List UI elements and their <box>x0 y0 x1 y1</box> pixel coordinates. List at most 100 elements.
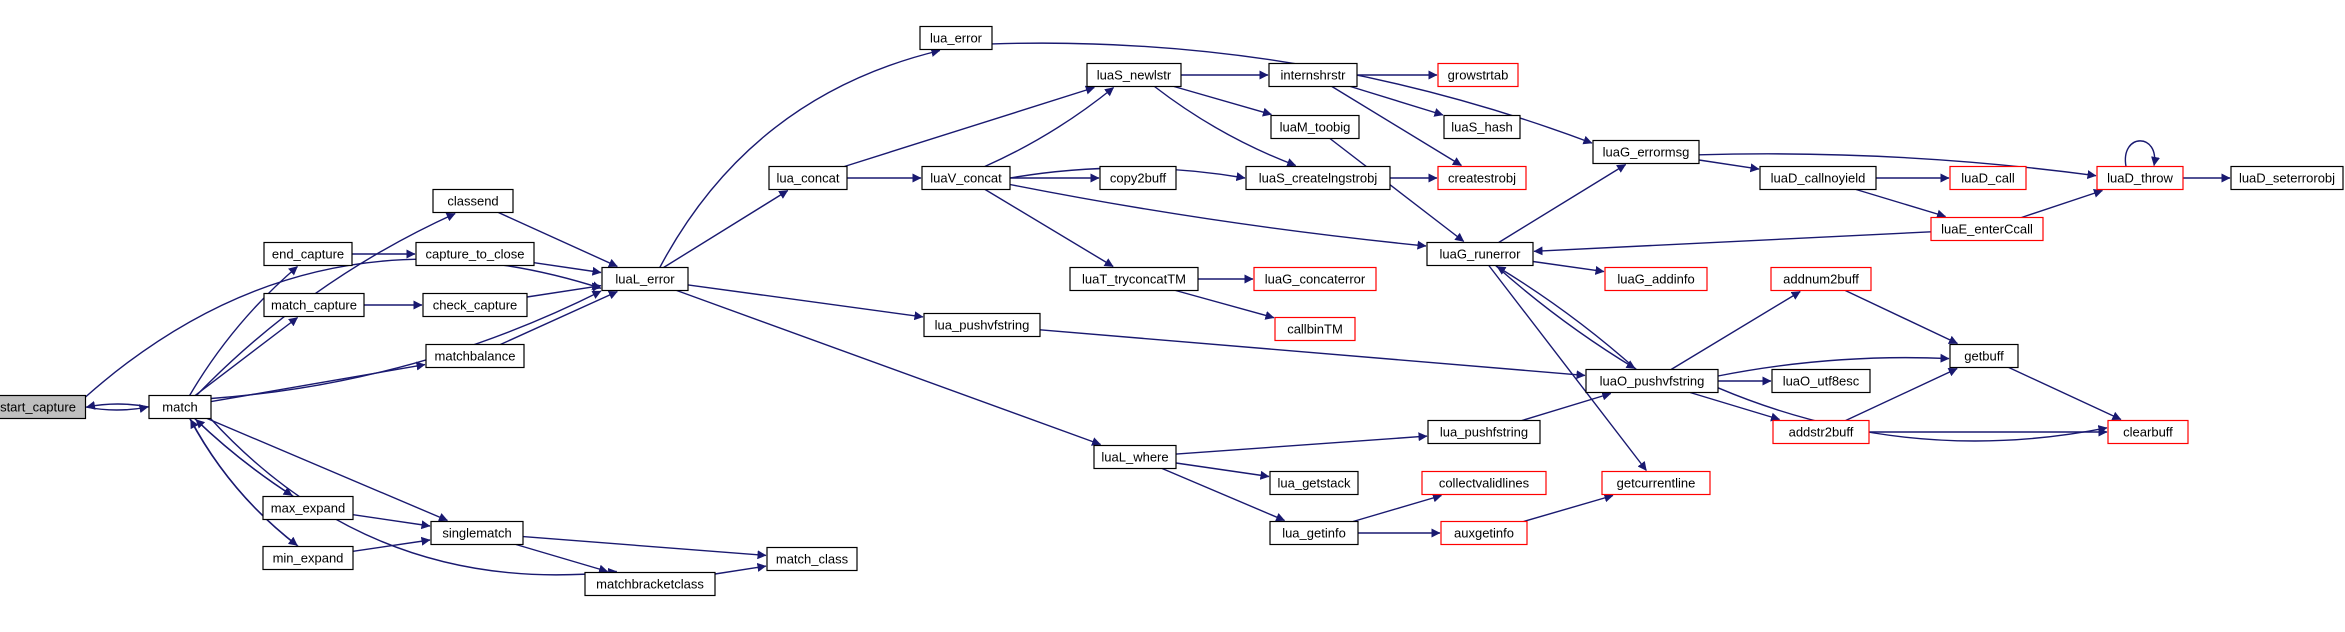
node-luaS_createlngstrobj[interactable]: luaS_createlngstrobj <box>1245 165 1391 191</box>
node-box-match_capture[interactable] <box>263 292 365 318</box>
node-box-luaS_createlngstrobj[interactable] <box>1245 165 1391 191</box>
node-match[interactable]: match <box>148 394 212 420</box>
node-box-luaD_throw[interactable] <box>2096 165 2184 191</box>
node-box-luaL_where[interactable] <box>1093 444 1177 470</box>
node-box-max_expand[interactable] <box>262 495 354 521</box>
node-min_expand[interactable]: min_expand <box>262 545 354 571</box>
node-box-classend[interactable] <box>432 188 514 214</box>
node-box-lua_concat[interactable] <box>768 165 848 191</box>
node-lua_getstack[interactable]: lua_getstack <box>1269 470 1359 496</box>
node-luaL_error[interactable]: luaL_error <box>601 266 689 292</box>
node-capture_to_close[interactable]: capture_to_close <box>415 241 535 267</box>
node-box-check_capture[interactable] <box>422 292 528 318</box>
node-box-clearbuff[interactable] <box>2107 419 2189 445</box>
node-matchbalance[interactable]: matchbalance <box>425 343 525 369</box>
node-lua_pushfstring[interactable]: lua_pushfstring <box>1427 419 1541 445</box>
node-box-luaD_seterrorobj[interactable] <box>2230 165 2344 191</box>
node-luaV_concat[interactable]: luaV_concat <box>921 165 1011 191</box>
node-box-addstr2buff[interactable] <box>1772 419 1870 445</box>
node-internshrstr[interactable]: internshrstr <box>1268 62 1358 88</box>
node-box-luaL_error[interactable] <box>601 266 689 292</box>
node-box-luaT_tryconcatTM[interactable] <box>1069 266 1199 292</box>
node-luaG_errormsg[interactable]: luaG_errormsg <box>1592 139 1700 165</box>
node-copy2buff[interactable]: copy2buff <box>1099 165 1177 191</box>
node-box-luaD_callnoyield[interactable] <box>1759 165 1877 191</box>
node-box-internshrstr[interactable] <box>1268 62 1358 88</box>
node-box-capture_to_close[interactable] <box>415 241 535 267</box>
node-box-getbuff[interactable] <box>1949 343 2019 369</box>
node-max_expand[interactable]: max_expand <box>262 495 354 521</box>
node-box-lua_pushvfstring[interactable] <box>923 312 1041 338</box>
node-luaS_newlstr[interactable]: luaS_newlstr <box>1086 62 1182 88</box>
node-luaS_hash[interactable]: luaS_hash <box>1443 114 1521 140</box>
node-box-lua_error[interactable] <box>919 25 993 51</box>
node-box-auxgetinfo[interactable] <box>1440 520 1528 546</box>
node-box-collectvalidlines[interactable] <box>1421 470 1547 496</box>
node-box-copy2buff[interactable] <box>1099 165 1177 191</box>
node-box-luaO_pushvfstring[interactable] <box>1585 368 1719 394</box>
node-addnum2buff[interactable]: addnum2buff <box>1770 266 1872 292</box>
node-luaO_pushvfstring[interactable]: luaO_pushvfstring <box>1585 368 1719 394</box>
node-box-luaG_addinfo[interactable] <box>1604 266 1708 292</box>
node-luaO_utf8esc[interactable]: luaO_utf8esc <box>1771 368 1871 394</box>
node-callbinTM[interactable]: callbinTM <box>1274 316 1356 342</box>
node-getcurrentline[interactable]: getcurrentline <box>1601 470 1711 496</box>
node-growstrtab[interactable]: growstrtab <box>1437 62 1519 88</box>
node-luaE_enterCcall[interactable]: luaE_enterCcall <box>1930 216 2044 242</box>
node-luaM_toobig[interactable]: luaM_toobig <box>1270 114 1360 140</box>
node-box-luaG_errormsg[interactable] <box>1592 139 1700 165</box>
node-box-singlematch[interactable] <box>430 520 524 546</box>
node-lua_concat[interactable]: lua_concat <box>768 165 848 191</box>
node-clearbuff[interactable]: clearbuff <box>2107 419 2189 445</box>
node-luaD_callnoyield[interactable]: luaD_callnoyield <box>1759 165 1877 191</box>
node-lua_error[interactable]: lua_error <box>919 25 993 51</box>
node-box-end_capture[interactable] <box>263 241 353 267</box>
node-classend[interactable]: classend <box>432 188 514 214</box>
node-luaT_tryconcatTM[interactable]: luaT_tryconcatTM <box>1069 266 1199 292</box>
node-box-growstrtab[interactable] <box>1437 62 1519 88</box>
node-box-luaV_concat[interactable] <box>921 165 1011 191</box>
node-lua_getinfo[interactable]: lua_getinfo <box>1269 520 1359 546</box>
node-box-createstrobj[interactable] <box>1437 165 1527 191</box>
node-singlematch[interactable]: singlematch <box>430 520 524 546</box>
node-box-matchbalance[interactable] <box>425 343 525 369</box>
node-getbuff[interactable]: getbuff <box>1949 343 2019 369</box>
node-match_class[interactable]: match_class <box>766 546 858 572</box>
node-box-match_class[interactable] <box>766 546 858 572</box>
node-matchbracketclass[interactable]: matchbracketclass <box>584 571 716 597</box>
node-box-lua_getinfo[interactable] <box>1269 520 1359 546</box>
node-start_capture[interactable]: start_capture <box>0 394 87 420</box>
node-box-luaG_runerror[interactable] <box>1426 241 1534 267</box>
node-collectvalidlines[interactable]: collectvalidlines <box>1421 470 1547 496</box>
node-box-luaG_concaterror[interactable] <box>1253 266 1377 292</box>
node-box-luaM_toobig[interactable] <box>1270 114 1360 140</box>
node-auxgetinfo[interactable]: auxgetinfo <box>1440 520 1528 546</box>
node-box-luaS_hash[interactable] <box>1443 114 1521 140</box>
node-luaD_seterrorobj[interactable]: luaD_seterrorobj <box>2230 165 2344 191</box>
node-box-start_capture[interactable] <box>0 394 87 420</box>
node-box-getcurrentline[interactable] <box>1601 470 1711 496</box>
node-addstr2buff[interactable]: addstr2buff <box>1772 419 1870 445</box>
node-box-lua_getstack[interactable] <box>1269 470 1359 496</box>
node-box-callbinTM[interactable] <box>1274 316 1356 342</box>
node-createstrobj[interactable]: createstrobj <box>1437 165 1527 191</box>
node-box-luaO_utf8esc[interactable] <box>1771 368 1871 394</box>
node-match_capture[interactable]: match_capture <box>263 292 365 318</box>
node-box-luaE_enterCcall[interactable] <box>1930 216 2044 242</box>
node-box-lua_pushfstring[interactable] <box>1427 419 1541 445</box>
node-box-match[interactable] <box>148 394 212 420</box>
node-luaG_concaterror[interactable]: luaG_concaterror <box>1253 266 1377 292</box>
node-check_capture[interactable]: check_capture <box>422 292 528 318</box>
node-luaD_throw[interactable]: luaD_throw <box>2096 165 2184 191</box>
node-luaD_call[interactable]: luaD_call <box>1949 165 2027 191</box>
node-box-matchbracketclass[interactable] <box>584 571 716 597</box>
node-luaG_runerror[interactable]: luaG_runerror <box>1426 241 1534 267</box>
node-box-luaS_newlstr[interactable] <box>1086 62 1182 88</box>
node-lua_pushvfstring[interactable]: lua_pushvfstring <box>923 312 1041 338</box>
node-luaG_addinfo[interactable]: luaG_addinfo <box>1604 266 1708 292</box>
node-box-min_expand[interactable] <box>262 545 354 571</box>
node-end_capture[interactable]: end_capture <box>263 241 353 267</box>
node-box-luaD_call[interactable] <box>1949 165 2027 191</box>
node-luaL_where[interactable]: luaL_where <box>1093 444 1177 470</box>
node-box-addnum2buff[interactable] <box>1770 266 1872 292</box>
